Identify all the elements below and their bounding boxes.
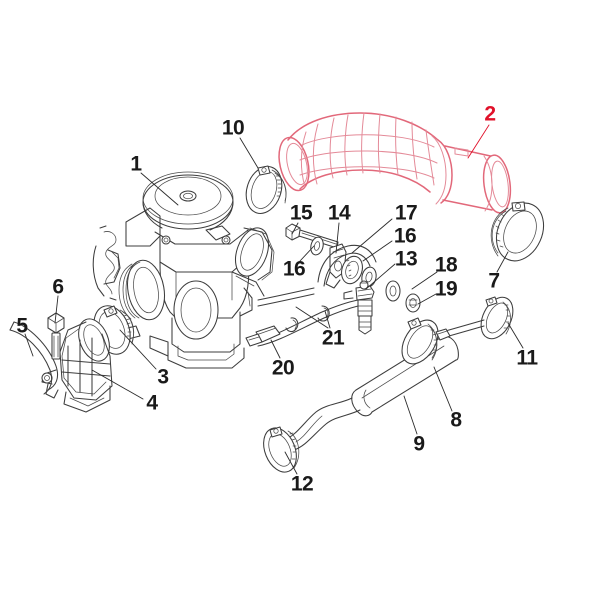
callout-label-18[interactable]: 18 <box>434 253 458 277</box>
callout-label-20[interactable]: 20 <box>271 356 295 380</box>
part-breather-hose <box>9 321 59 395</box>
part-hose-clamp-lower <box>263 426 300 473</box>
callout-label-16[interactable]: 16 <box>282 257 306 281</box>
callout-label-4[interactable]: 4 <box>146 391 158 415</box>
part-washer-left <box>310 236 324 256</box>
callout-label-5[interactable]: 5 <box>16 314 28 338</box>
part-hose-clips <box>257 287 359 347</box>
callout-label-2[interactable]: 2 <box>484 102 496 126</box>
callout-label-16b[interactable]: 16 <box>393 224 417 248</box>
callout-label-19[interactable]: 19 <box>434 277 458 301</box>
callout-label-13[interactable]: 13 <box>394 247 418 271</box>
part-injector-assembly <box>317 244 421 335</box>
part-hose-clamp-small <box>435 296 514 341</box>
callout-label-1[interactable]: 1 <box>130 152 142 176</box>
leader-lines <box>24 124 524 475</box>
callout-label-6[interactable]: 6 <box>52 275 64 299</box>
part-screw-bolt <box>47 312 65 360</box>
callout-label-15[interactable]: 15 <box>289 201 313 225</box>
part-hose-clamp-muffler <box>401 317 439 365</box>
callout-label-8[interactable]: 8 <box>450 408 462 432</box>
callout-label-3[interactable]: 3 <box>157 365 169 389</box>
part-hose-clamp-large <box>490 201 545 262</box>
part-hose-clamp-upper <box>245 165 287 214</box>
part-exhaust-silencer <box>271 335 459 464</box>
part-carburettor-assembly <box>92 171 275 369</box>
callout-label-9[interactable]: 9 <box>413 432 425 456</box>
callout-label-17[interactable]: 17 <box>394 201 418 225</box>
callout-label-14[interactable]: 14 <box>327 201 351 225</box>
callout-label-10[interactable]: 10 <box>221 116 245 140</box>
callout-label-7[interactable]: 7 <box>488 269 500 293</box>
callout-label-21[interactable]: 21 <box>321 326 345 350</box>
part-air-intake-hose <box>278 112 512 214</box>
callout-label-11[interactable]: 11 <box>516 346 538 370</box>
part-electrical-connector <box>245 325 281 347</box>
callout-label-12[interactable]: 12 <box>290 472 314 496</box>
part-throttle-body <box>41 318 113 413</box>
